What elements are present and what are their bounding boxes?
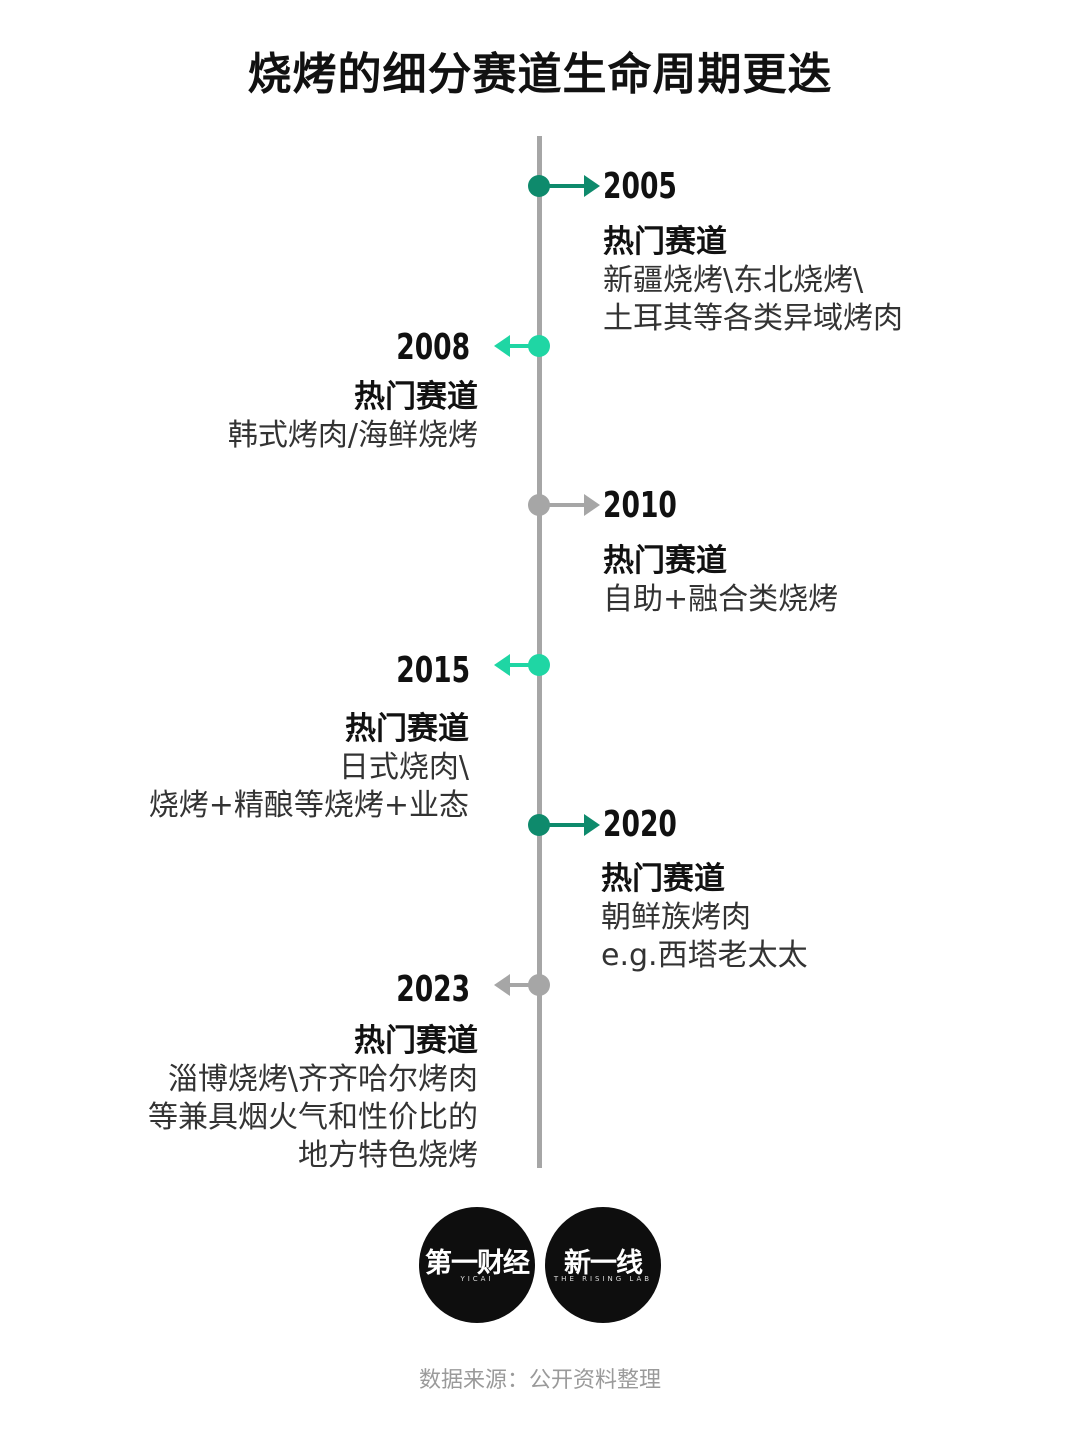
event-heading: 热门赛道 [603, 543, 727, 579]
event-line: 新疆烧烤\东北烧烤\ [603, 263, 864, 298]
arrow-shaft [508, 663, 532, 667]
event-line: 等兼具烟火气和性价比的 [148, 1100, 478, 1135]
event-heading: 热门赛道 [603, 224, 727, 260]
event-line: 朝鲜族烤肉 [601, 900, 751, 935]
timeline-dot [528, 654, 550, 676]
event-entry-2008: 热门赛道 韩式烤肉/海鲜烧烤 [228, 377, 478, 455]
timeline-dot [528, 814, 550, 836]
arrow-left-icon [494, 335, 510, 357]
event-year: 2005 [603, 166, 677, 207]
event-line: 烧烤+精酿等烧烤+业态 [148, 788, 469, 823]
event-heading: 热门赛道 [354, 1023, 478, 1059]
event-line: 淄博烧烤\齐齐哈尔烤肉 [167, 1062, 478, 1097]
arrow-shaft [508, 344, 532, 348]
event-year: 2010 [603, 485, 677, 526]
event-line: 自助+融合类烧烤 [603, 582, 839, 617]
event-line: 韩式烤肉/海鲜烧烤 [227, 418, 478, 453]
timeline-dot [528, 974, 550, 996]
timeline-dot [528, 175, 550, 197]
event-year: 2008 [396, 327, 470, 368]
timeline-dot [528, 335, 550, 357]
event-line: 地方特色烧烤 [298, 1138, 478, 1173]
event-entry-2010: 热门赛道 自助+融合类烧烤 [603, 541, 838, 619]
arrow-shaft [548, 823, 586, 827]
event-entry-2023: 热门赛道 淄博烧烤\齐齐哈尔烤肉 等兼具烟火气和性价比的 地方特色烧烤 [148, 1021, 478, 1175]
event-line: 土耳其等各类异域烤肉 [603, 301, 903, 336]
rising-lab-logo: 新一线 THE RISING LAB [545, 1207, 661, 1323]
arrow-left-icon [494, 654, 510, 676]
event-year: 2015 [396, 650, 470, 691]
timeline-axis [537, 136, 542, 1168]
yicai-logo: 第一财经 YICAI [419, 1207, 535, 1323]
arrow-right-icon [584, 175, 600, 197]
logo-subtext: THE RISING LAB [553, 1275, 653, 1283]
data-source-note: 数据来源：公开资料整理 [418, 1368, 661, 1393]
event-heading: 热门赛道 [354, 379, 478, 415]
event-line: e.g.西塔老太太 [601, 938, 808, 973]
arrow-shaft [508, 983, 532, 987]
logo-text: 新一线 [564, 1248, 643, 1279]
arrow-right-icon [584, 814, 600, 836]
event-entry-2015: 热门赛道 日式烧肉\ 烧烤+精酿等烧烤+业态 [149, 709, 469, 825]
logo-text: 第一财经 [425, 1248, 530, 1279]
timeline-dot [528, 494, 550, 516]
event-entry-2020: 热门赛道 朝鲜族烤肉 e.g.西塔老太太 [601, 859, 808, 975]
event-heading: 热门赛道 [601, 861, 725, 897]
logo-subtext: YICAI [460, 1275, 494, 1283]
event-entry-2005: 热门赛道 新疆烧烤\东北烧烤\ 土耳其等各类异域烤肉 [603, 222, 903, 338]
event-heading: 热门赛道 [345, 711, 469, 747]
arrow-right-icon [584, 494, 600, 516]
event-year: 2023 [396, 969, 470, 1010]
event-year: 2020 [603, 804, 677, 845]
event-line: 日式烧肉\ [338, 750, 469, 785]
page-title: 烧烤的细分赛道生命周期更迭 [247, 49, 833, 100]
arrow-left-icon [494, 974, 510, 996]
brand-logos: 第一财经 YICAI 新一线 THE RISING LAB [419, 1207, 663, 1323]
arrow-shaft [548, 503, 586, 507]
arrow-shaft [548, 184, 586, 188]
